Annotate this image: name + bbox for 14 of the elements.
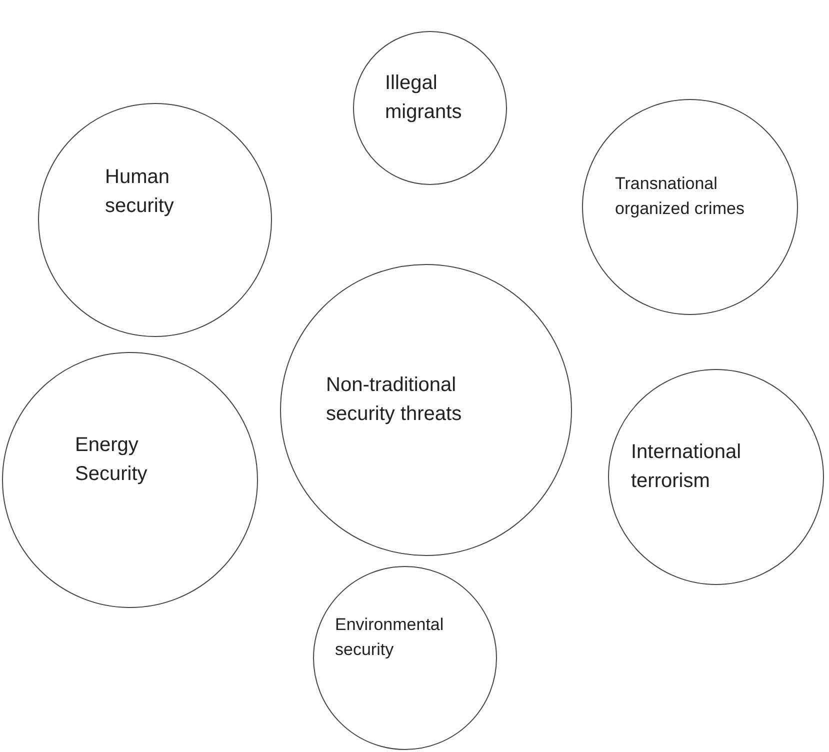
topic-circle — [353, 31, 507, 185]
topic-label: Illegal migrants — [385, 71, 463, 125]
topic-label: Transnational organized crimes — [615, 173, 746, 220]
topic-circle — [608, 369, 824, 585]
topic-circle — [280, 264, 572, 556]
topic-circle — [38, 103, 272, 337]
topic-label: International terrorism — [631, 440, 742, 494]
topic-label: Energy Security — [75, 433, 148, 487]
topic-label: Non-traditional security threats — [326, 373, 463, 427]
topic-circle — [2, 352, 258, 608]
topic-label: Environmental security — [335, 614, 445, 661]
topic-circle — [582, 99, 798, 315]
topic-label: Human security — [105, 165, 175, 219]
topic-circle — [313, 566, 497, 750]
